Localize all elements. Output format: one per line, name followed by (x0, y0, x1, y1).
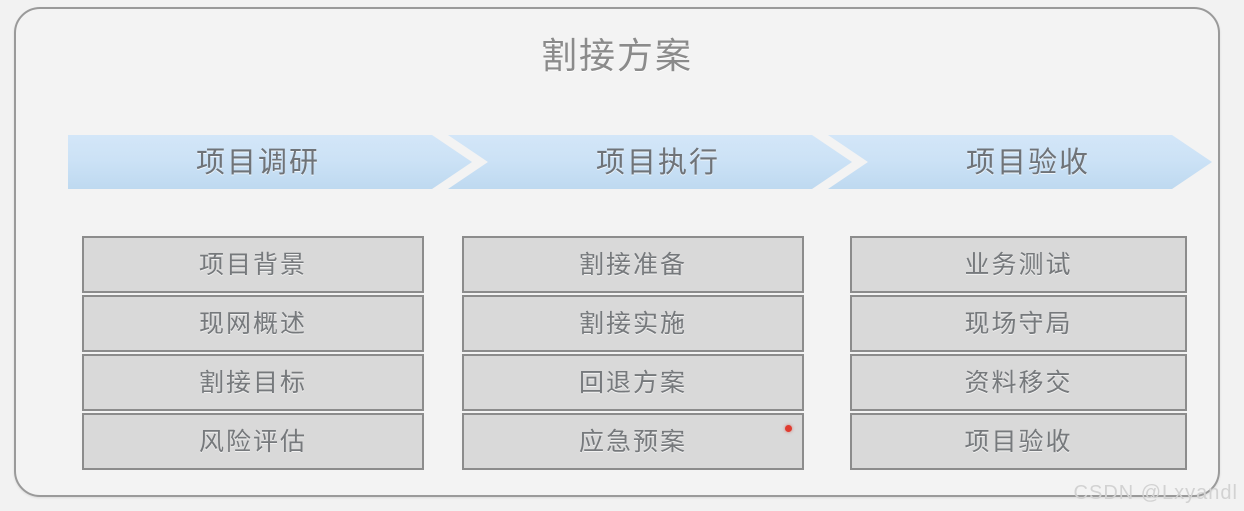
diagram-card: 割接方案 项目调研 项目执行 项目验收 项目背景 现网概述 割接目标 (14, 7, 1220, 497)
task-cell[interactable]: 割接目标 (82, 354, 424, 411)
task-cell[interactable]: 项目验收 (850, 413, 1187, 470)
phase-chevron-3[interactable]: 项目验收 (828, 135, 1212, 189)
task-column-2: 割接准备 割接实施 回退方案 应急预案 (462, 236, 804, 470)
cursor-marker-icon (785, 425, 792, 432)
task-cell-label: 割接目标 (198, 367, 307, 397)
phase-chevron-1-label: 项目调研 (195, 145, 320, 179)
task-cell-label: 应急预案 (578, 426, 687, 456)
task-cell[interactable]: 回退方案 (462, 354, 804, 411)
task-cell[interactable]: 应急预案 (462, 413, 804, 470)
task-cell-label: 项目验收 (964, 426, 1073, 456)
task-column-1: 项目背景 现网概述 割接目标 风险评估 (82, 236, 424, 470)
task-cell[interactable]: 割接准备 (462, 236, 804, 293)
watermark: CSDN @Lxyandl (1073, 482, 1238, 504)
task-cell[interactable]: 现场守局 (850, 295, 1187, 352)
task-cell-label: 资料移交 (964, 367, 1073, 397)
page-title: 割接方案 (540, 36, 693, 77)
task-cell-label: 现场守局 (964, 308, 1073, 338)
task-cell[interactable]: 资料移交 (850, 354, 1187, 411)
phase-chevron-2[interactable]: 项目执行 (448, 135, 852, 189)
task-column-3: 业务测试 现场守局 资料移交 项目验收 (850, 236, 1187, 470)
task-cell-label: 现网概述 (198, 308, 307, 338)
task-cell[interactable]: 风险评估 (82, 413, 424, 470)
task-cell-label: 割接实施 (578, 308, 687, 338)
task-cell-label: 割接准备 (578, 249, 687, 279)
task-cell-label: 项目背景 (198, 249, 307, 279)
task-cell[interactable]: 项目背景 (82, 236, 424, 293)
task-cell-label: 回退方案 (578, 367, 687, 397)
task-cell[interactable]: 割接实施 (462, 295, 804, 352)
task-columns: 项目背景 现网概述 割接目标 风险评估 割接准备 割接实施 (16, 236, 1218, 470)
task-cell[interactable]: 业务测试 (850, 236, 1187, 293)
phase-chevron-2-label: 项目执行 (595, 145, 720, 179)
task-cell[interactable]: 现网概述 (82, 295, 424, 352)
phase-chevron-1[interactable]: 项目调研 (68, 135, 472, 189)
phase-banner: 项目调研 项目执行 项目验收 (54, 128, 1214, 200)
task-cell-label: 业务测试 (964, 249, 1073, 279)
phase-chevron-3-label: 项目验收 (965, 145, 1090, 179)
task-cell-label: 风险评估 (198, 426, 307, 456)
